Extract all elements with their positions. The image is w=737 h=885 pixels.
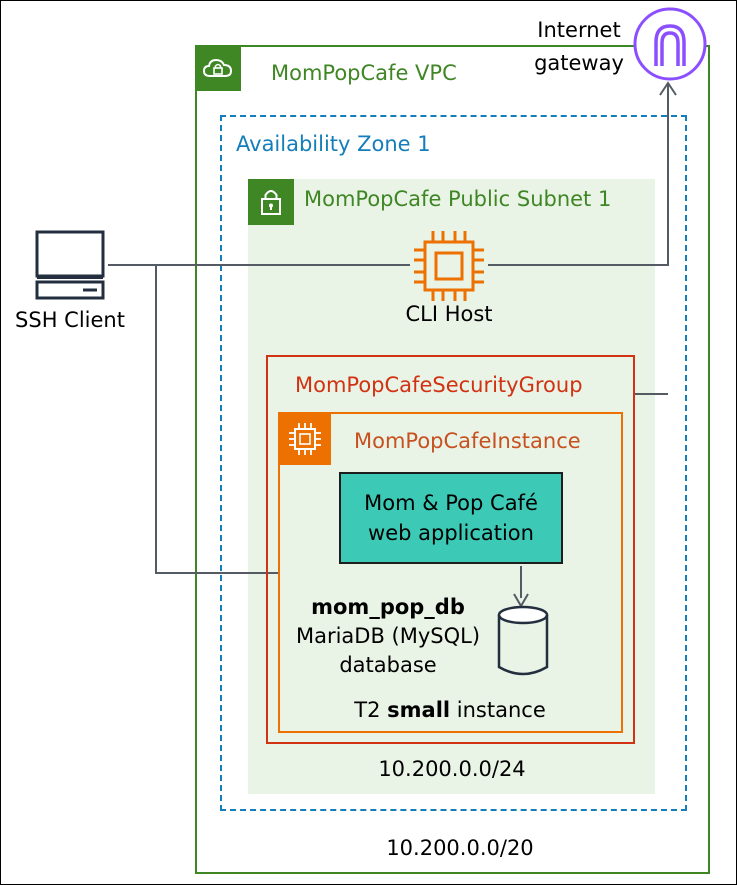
cli-host-label: CLI Host bbox=[405, 302, 493, 326]
database-label: database bbox=[339, 653, 437, 677]
ssh-to-instance-line bbox=[155, 265, 278, 574]
vpc-cloud-icon bbox=[195, 45, 241, 91]
internet-gateway-label-line1: Internet bbox=[537, 18, 621, 42]
availability-zone-container bbox=[220, 115, 687, 811]
database-cylinder-icon bbox=[496, 605, 550, 677]
instance-type-suffix: instance bbox=[456, 698, 546, 722]
internet-gateway-label-line2: gateway bbox=[534, 51, 624, 75]
subnet-cidr: 10.200.0.0/24 bbox=[378, 757, 526, 781]
vpc-title: MomPopCafe VPC bbox=[271, 61, 457, 85]
web-application-line1: Mom & Pop Café bbox=[364, 491, 538, 515]
cli-to-gateway-line bbox=[488, 85, 669, 266]
ec2-instance-container bbox=[278, 412, 623, 733]
instance-type-size: small bbox=[387, 698, 451, 722]
security-group-container bbox=[266, 355, 635, 744]
database-name: mom_pop_db bbox=[311, 595, 465, 619]
subnet-title: MomPopCafe Public Subnet 1 bbox=[304, 187, 612, 211]
instance-title: MomPopCafeInstance bbox=[354, 429, 581, 453]
instance-type-label: T2 small instance bbox=[330, 698, 570, 722]
subnet-lock-icon bbox=[248, 179, 294, 225]
ssh-client-computer-icon bbox=[33, 230, 107, 300]
availability-zone-title: Availability Zone 1 bbox=[236, 132, 431, 156]
web-application-box: Mom & Pop Café web application bbox=[339, 472, 563, 564]
database-engine: MariaDB (MySQL) bbox=[295, 624, 481, 648]
ssh-client-label: SSH Client bbox=[15, 308, 125, 332]
instance-type-prefix: T2 bbox=[354, 698, 381, 722]
web-application-line2: web application bbox=[368, 521, 534, 545]
vpc-cidr: 10.200.0.0/20 bbox=[386, 836, 534, 860]
internet-gateway-icon bbox=[632, 6, 708, 82]
vpc-container bbox=[195, 45, 710, 874]
cli-host-ec2-icon bbox=[410, 227, 488, 305]
security-group-title: MomPopCafeSecurityGroup bbox=[295, 373, 583, 397]
gateway-arrowhead bbox=[659, 81, 677, 96]
instance-chip-icon bbox=[278, 412, 331, 465]
